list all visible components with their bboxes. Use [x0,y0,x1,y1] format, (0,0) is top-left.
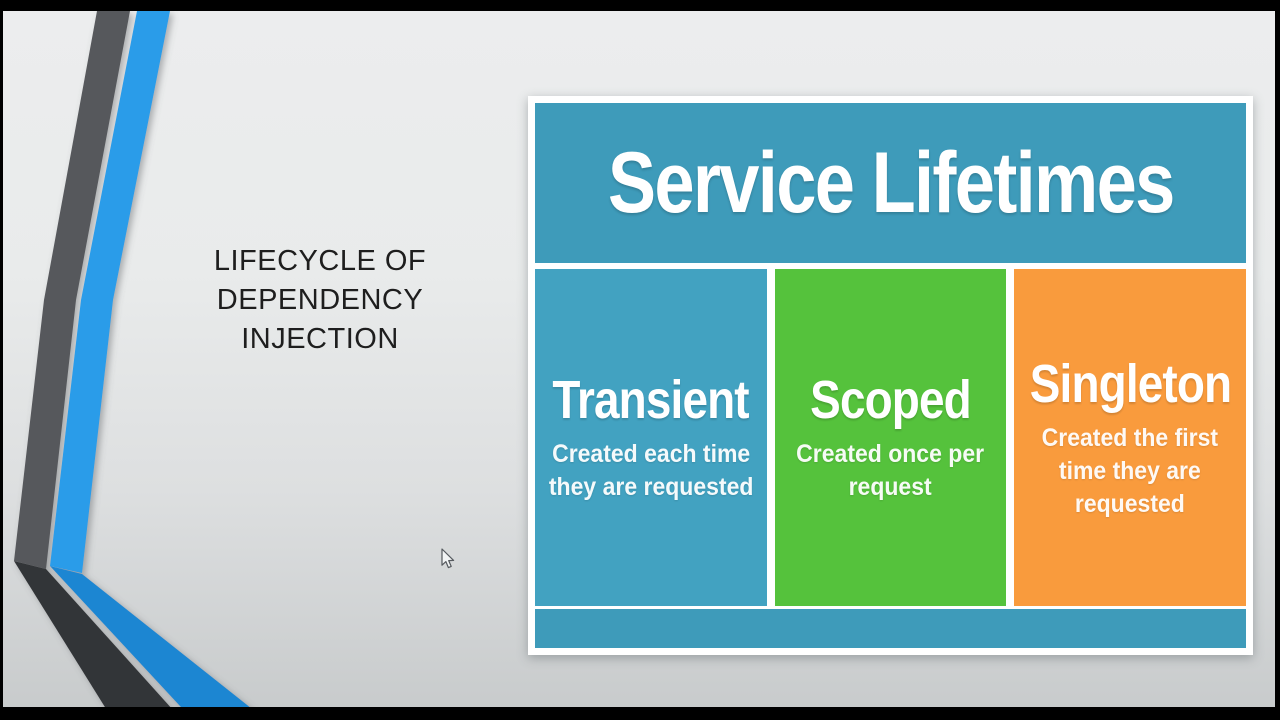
ribbon-gray-upper [14,11,130,569]
service-lifetimes-card: Service Lifetimes Transient Created each… [528,96,1253,655]
column-scoped-description: Created once per request [788,438,992,504]
description-line: they are requested [548,473,754,501]
column-singleton-title: Singleton [1029,353,1231,414]
column-singleton: Singleton Created the first time they ar… [1014,269,1247,606]
ribbon-gray-lower [14,561,182,720]
ribbon-blue-lower [50,566,266,720]
column-scoped: Scoped Created once per request [774,269,1007,606]
column-singleton-description: Created the first time they are requeste… [1034,422,1226,521]
column-transient-description: Created each time they are requested [540,438,762,504]
mouse-cursor-icon [441,548,455,569]
lifetime-columns: Transient Created each time they are req… [535,269,1247,606]
description-line: Created the first [1041,423,1219,452]
slide-title-line-3: INJECTION [241,323,399,355]
description-line: Created each time [551,440,750,468]
letterbox-left [0,0,3,720]
slide-title-line-1: LIFECYCLE OF [213,245,427,277]
letterbox-bottom [0,707,1280,720]
column-transient-title: Transient [552,370,750,430]
card-header: Service Lifetimes [535,103,1246,263]
card-footer-bar [535,609,1246,648]
description-line: Created once per [796,440,985,468]
slide-title: LIFECYCLE OF DEPENDENCY INJECTION [182,242,458,359]
slide-title-line-2: DEPENDENCY [216,284,424,316]
letterbox-right [1275,0,1280,720]
column-transient: Transient Created each time they are req… [535,269,767,606]
card-header-title: Service Lifetimes [607,134,1175,231]
description-line: time they are [1059,456,1202,485]
letterbox-top [0,0,1280,11]
ribbon-blue-upper [50,11,170,573]
description-line: request [848,473,933,501]
column-scoped-title: Scoped [810,370,972,430]
description-line: requested [1075,489,1186,518]
